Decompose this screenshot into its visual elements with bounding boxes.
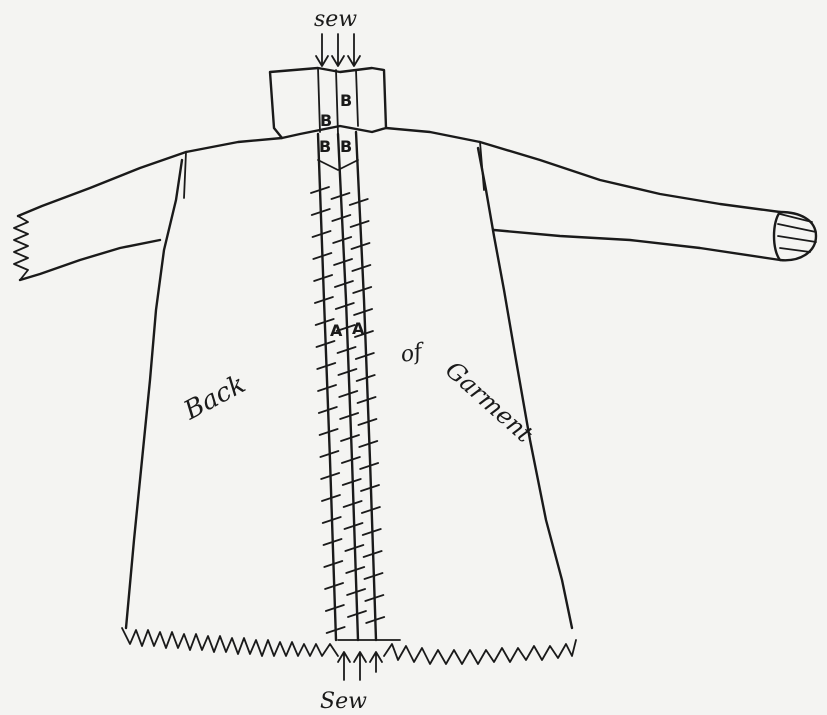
sew-arrows-bottom — [338, 652, 382, 680]
stitch-mark — [338, 347, 356, 353]
collar-right-letter: B — [340, 91, 352, 110]
stitch-mark — [356, 353, 374, 359]
yoke-v-seam — [318, 160, 358, 170]
back-label: Back — [178, 369, 250, 426]
left-side-seam — [126, 160, 182, 628]
sew-top-label: sew — [314, 7, 357, 32]
left-sleeve-top — [18, 152, 186, 216]
left-sleeve — [14, 152, 186, 280]
collar-seam-right — [356, 70, 358, 126]
arrow-top-1 — [316, 34, 328, 66]
of-label: of — [399, 339, 428, 368]
left-armhole — [184, 152, 186, 198]
right-sleeve-bottom — [494, 230, 780, 260]
panel-left-letter: A — [330, 321, 343, 340]
hem-fringe-right — [384, 640, 576, 664]
center-panels — [311, 132, 384, 640]
left-sleeve-bottom — [20, 240, 160, 280]
right-sleeve-top — [480, 142, 780, 212]
collar-left-letter: B — [320, 111, 332, 130]
left-shoulder — [186, 138, 282, 152]
panel-line-2 — [338, 134, 358, 640]
stitch-mark — [354, 309, 372, 315]
yoke-right-letter: B — [340, 137, 352, 156]
arrow-bottom-1 — [338, 652, 350, 680]
right-shoulder — [386, 128, 480, 142]
sew-bottom-label: Sew — [320, 689, 367, 714]
panel-line-3 — [356, 132, 376, 640]
arrow-top-3 — [348, 34, 360, 66]
arrow-bottom-3 — [370, 652, 382, 672]
arrow-top-2 — [332, 34, 344, 66]
yoke-left-letter: B — [319, 137, 331, 156]
panel-right-letter: A — [352, 319, 365, 338]
right-cuff-texture — [778, 214, 816, 252]
stitch-mark — [338, 369, 356, 375]
collar-seam-center — [336, 70, 338, 134]
sew-arrows-top — [316, 34, 360, 66]
hem-fringe-left — [122, 628, 338, 656]
left-cuff-fringe — [14, 216, 28, 280]
stitch-mark — [353, 287, 371, 293]
stitch-mark — [336, 303, 354, 309]
arrow-bottom-2 — [354, 652, 366, 680]
right-sleeve — [480, 142, 816, 260]
